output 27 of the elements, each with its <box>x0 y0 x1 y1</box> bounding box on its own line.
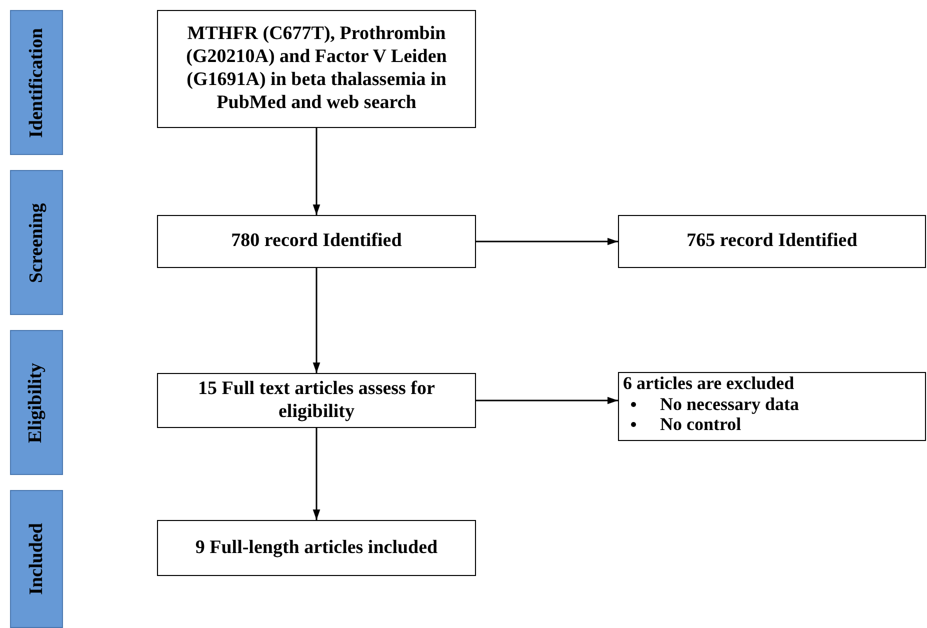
arrow <box>312 128 320 215</box>
bullet-item: No control <box>660 414 742 436</box>
stage-band <box>10 490 63 628</box>
process-box <box>618 372 926 441</box>
stage-label: Eligibility <box>26 362 48 443</box>
stage-label: Screening <box>26 202 48 282</box>
box-text: 9 Full-length articles included <box>195 536 438 560</box>
stage-band <box>10 330 63 475</box>
process-box <box>157 215 476 268</box>
box-heading: 6 articles are excluded <box>623 373 794 394</box>
box-text: 15 Full text articles assess for eligibility <box>197 378 436 424</box>
box-text: 780 record Identified <box>231 230 402 253</box>
stage-band <box>10 10 63 155</box>
bullet-item: No necessary data <box>660 394 799 414</box>
stage-label: Identification <box>26 28 48 138</box>
process-box <box>157 520 476 576</box>
process-box <box>618 215 926 268</box>
stage-band <box>10 170 63 315</box>
arrow <box>312 268 320 373</box>
process-box <box>157 373 476 428</box>
box-text: MTHFR (C677T), Prothrombin (G20210A) and Factor V Leiden (G1691A) in beta thalassemia in PubMed and web search <box>185 23 448 115</box>
arrow <box>476 396 618 404</box>
box-text: 765 record Identified <box>686 230 858 253</box>
stage-label: Included <box>26 523 48 595</box>
arrow <box>476 238 618 246</box>
process-box <box>157 10 476 128</box>
arrow <box>312 428 320 520</box>
